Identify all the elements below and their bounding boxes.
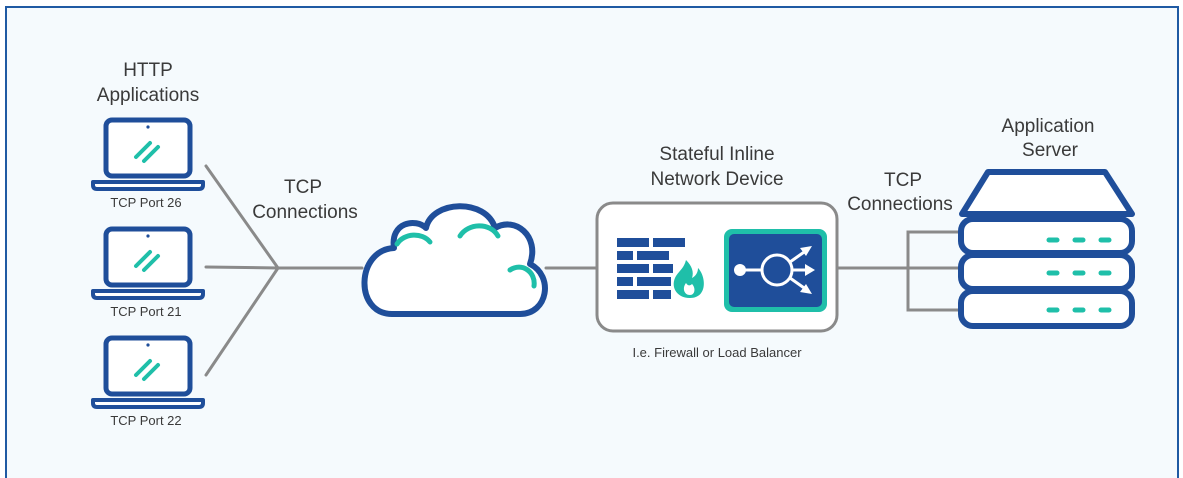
laptop-port-label: TCP Port 21 xyxy=(110,304,181,319)
laptop-1-link xyxy=(204,164,280,270)
laptop-2-link xyxy=(204,265,280,270)
laptop-3-link xyxy=(204,266,280,377)
left-connections-line1: TCP xyxy=(284,177,322,198)
load-balancer-icon xyxy=(724,229,827,312)
apps-heading-line1: HTTP xyxy=(123,60,173,81)
laptop-2: TCP Port 21 xyxy=(91,226,205,319)
left-connections-line2: Connections xyxy=(252,202,358,223)
connector-lines xyxy=(204,164,962,377)
laptop-port-label: TCP Port 22 xyxy=(110,413,181,428)
server-bracket xyxy=(906,230,962,312)
device-title-line2: Network Device xyxy=(650,169,783,190)
laptop-3: TCP Port 22 xyxy=(91,335,205,428)
laptop-port-label: TCP Port 26 xyxy=(110,195,181,210)
laptop-1: TCP Port 26 xyxy=(91,117,205,210)
right-connections-line1: TCP xyxy=(884,170,922,191)
server-title-line1: Application xyxy=(1002,116,1095,137)
device-caption: I.e. Firewall or Load Balancer xyxy=(632,345,802,360)
application-server-icon xyxy=(958,169,1135,329)
apps-heading-line2: Applications xyxy=(97,85,199,106)
flame-icon xyxy=(673,260,704,298)
firewall-icon xyxy=(617,238,685,299)
laptop-list: TCP Port 26 TCP Port 21 TCP Port 22 xyxy=(91,117,205,428)
right-connections-line2: Connections xyxy=(847,194,953,215)
server-title-line2: Server xyxy=(1022,140,1079,161)
cloud-icon xyxy=(361,203,548,317)
device-title-line1: Stateful Inline xyxy=(659,144,774,165)
